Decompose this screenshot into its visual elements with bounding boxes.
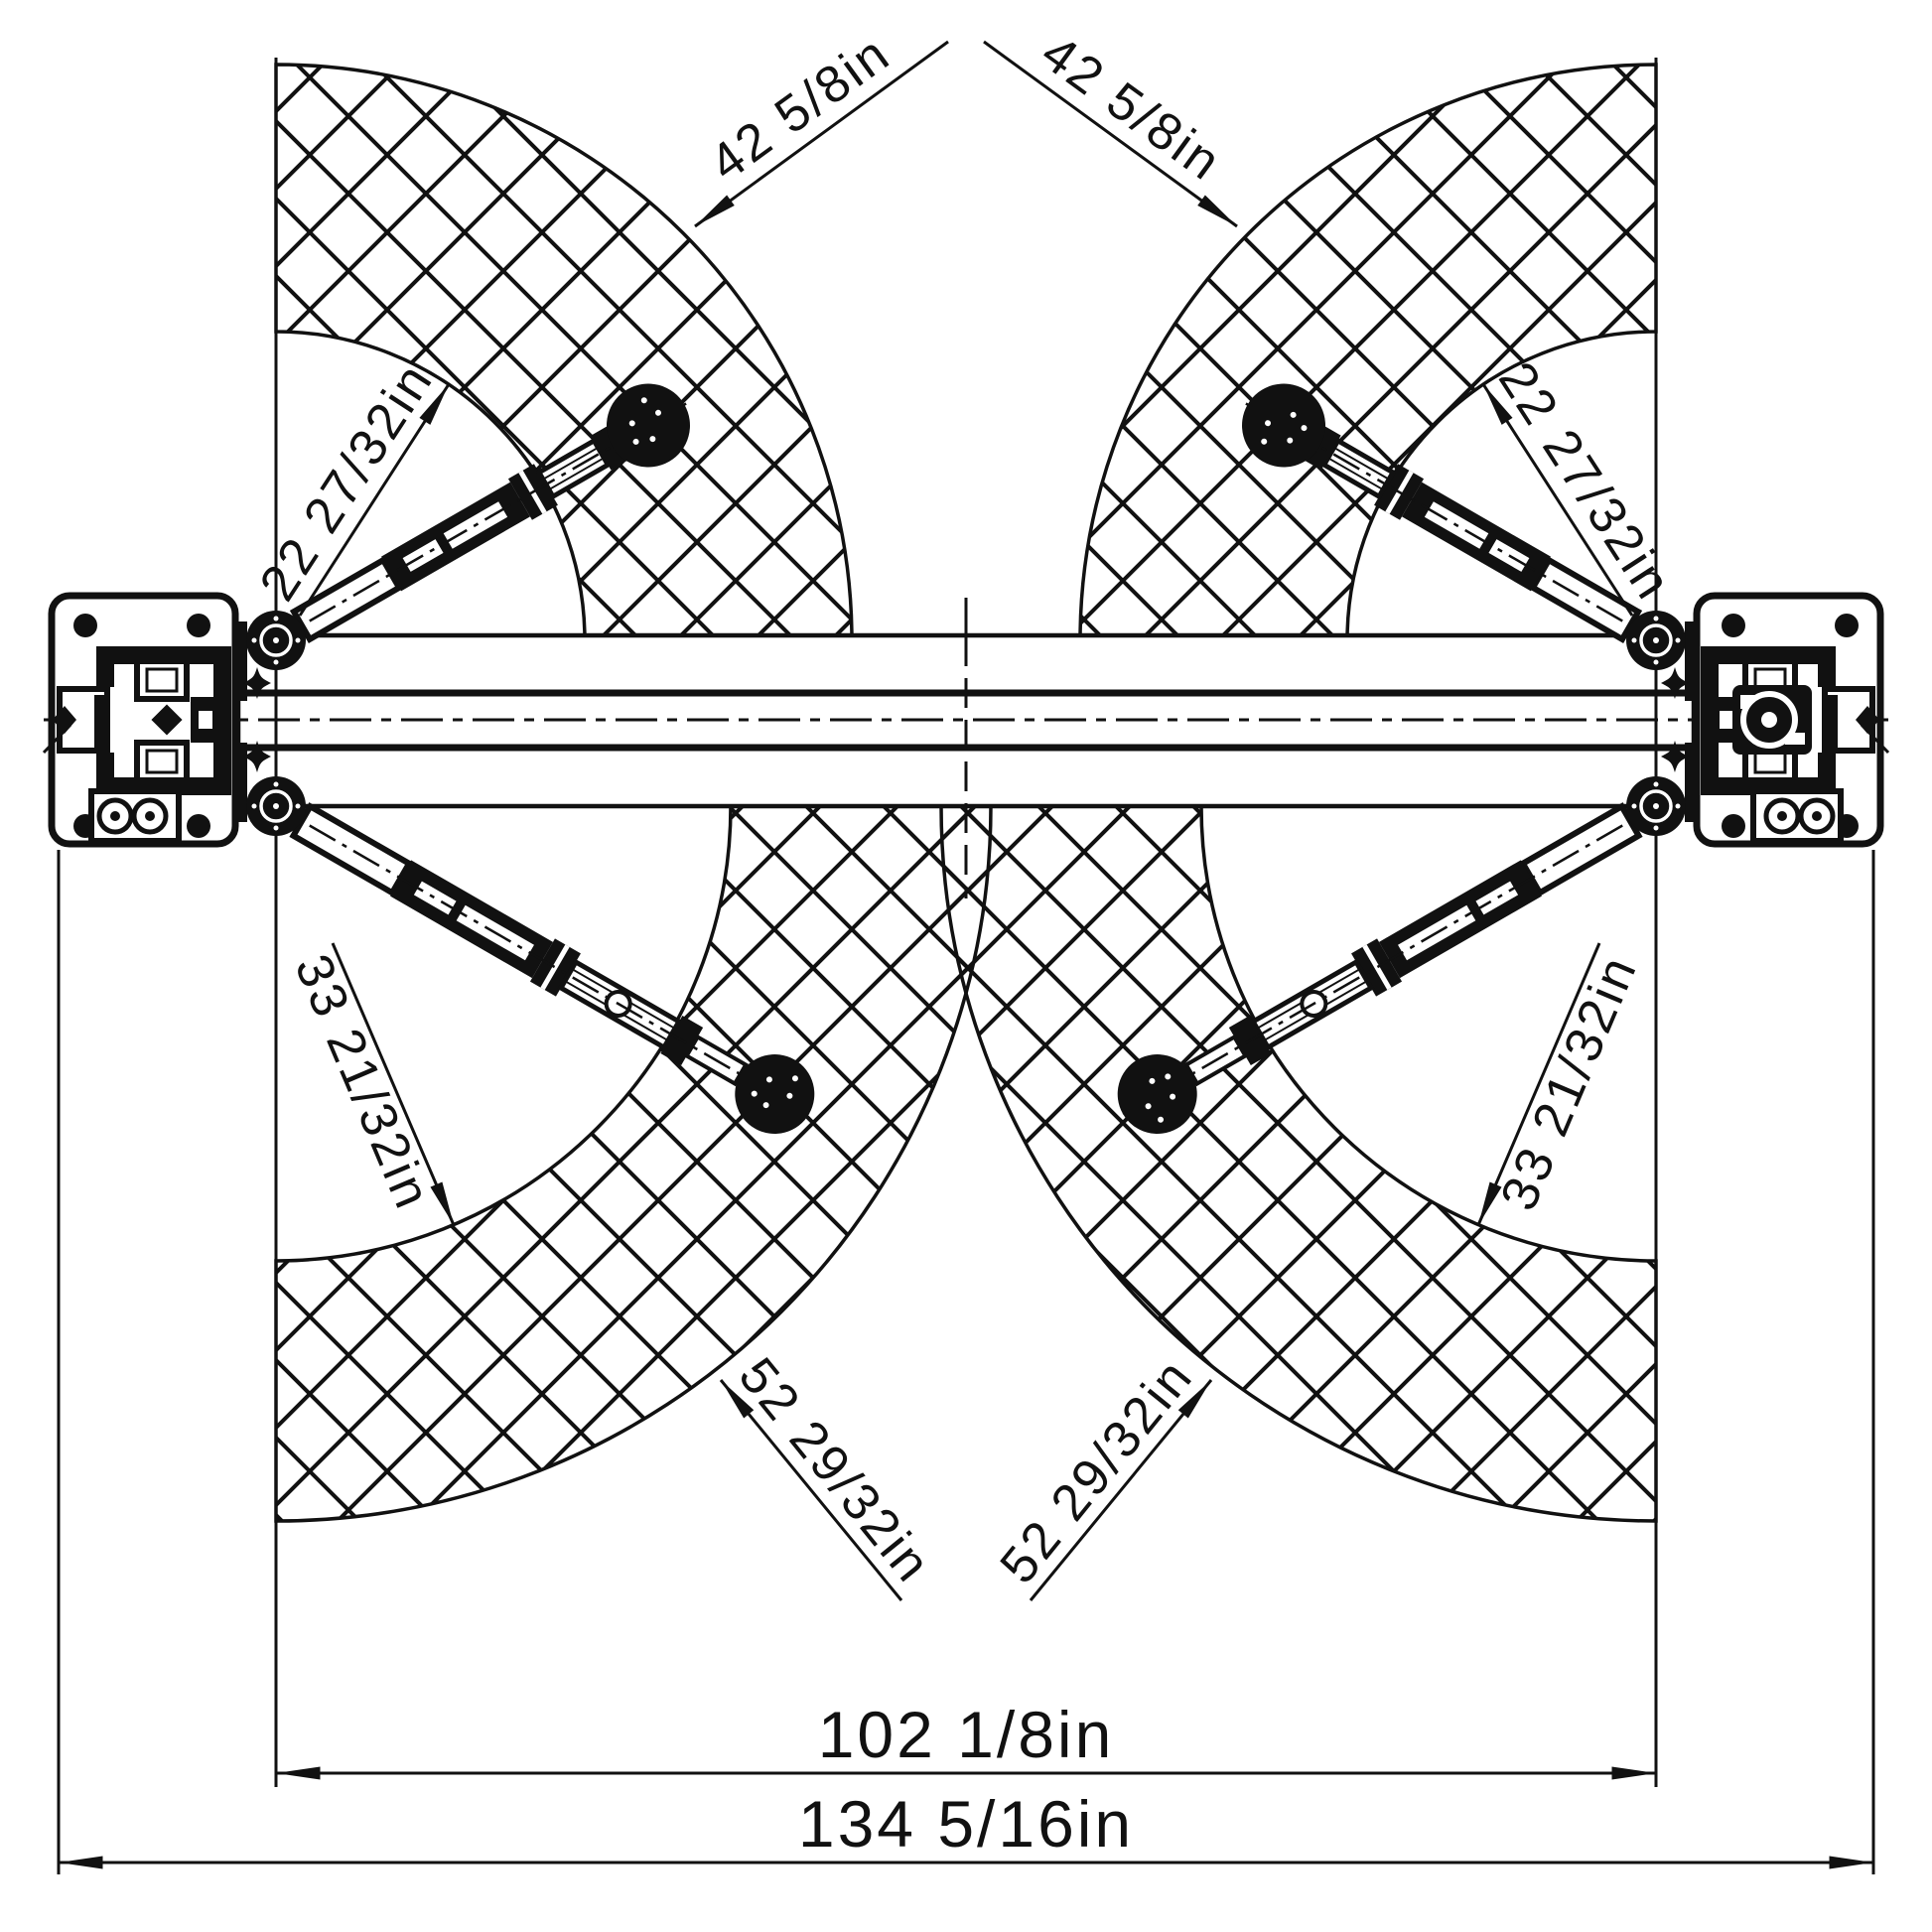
power-unit [1732, 685, 1812, 755]
sweep-front-left [274, 63, 854, 642]
leader-rear-min-left [331, 942, 456, 1226]
leader-front-min-right [1481, 383, 1634, 617]
leader-front-max-left [694, 40, 949, 228]
leader-rear-max-right [1029, 1379, 1213, 1601]
sweep-rear-right [939, 804, 1658, 1523]
reference-lines [44, 58, 1888, 1874]
dimension-leaders [59, 40, 1873, 1869]
leader-rear-max-left [719, 1379, 903, 1601]
sweep-rear-left [274, 804, 993, 1523]
sweep-front-right [1078, 63, 1658, 642]
leader-front-max-right [983, 40, 1238, 228]
dim-label-overall-width: 134 5/16in [798, 1787, 1134, 1861]
leader-front-min-left [298, 383, 451, 617]
left-post [44, 596, 271, 844]
leader-rear-min-right [1476, 942, 1601, 1226]
arm-sweep-envelopes [274, 63, 1658, 1523]
dim-label-inside-clearance: 102 1/8in [818, 1698, 1115, 1771]
